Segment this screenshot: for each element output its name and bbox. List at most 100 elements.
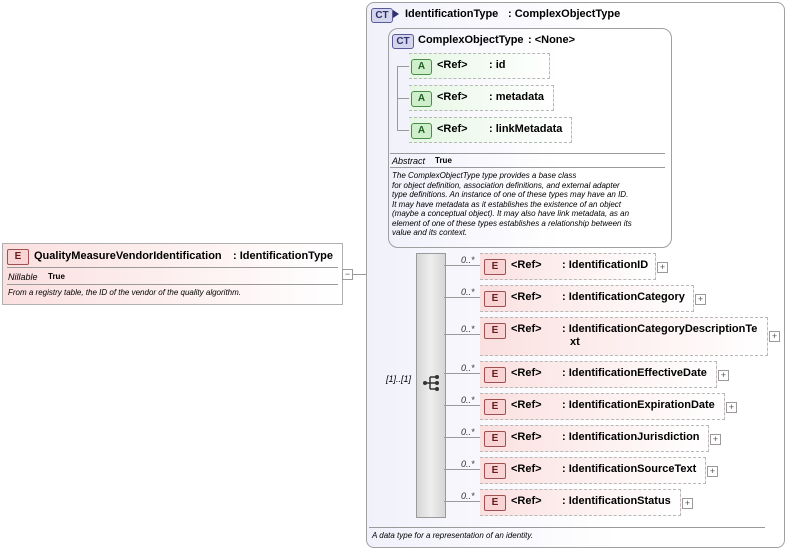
divider bbox=[7, 267, 338, 268]
doc-line: It may have metadata as it establishes t… bbox=[392, 199, 622, 209]
element-name: : IdentificationCategory bbox=[562, 291, 685, 303]
attribute-ref: <Ref> bbox=[437, 59, 468, 71]
element-name-continued: xt bbox=[570, 336, 580, 348]
sequence-icon bbox=[423, 375, 439, 391]
attribute-id[interactable] bbox=[409, 53, 550, 79]
attribute-badge: A bbox=[411, 123, 432, 139]
connector bbox=[397, 66, 409, 67]
element-name: : IdentificationJurisdiction bbox=[562, 431, 700, 443]
connector bbox=[444, 334, 480, 335]
sequence-compositor[interactable] bbox=[416, 253, 446, 518]
element-ref: <Ref> bbox=[511, 495, 542, 507]
connector bbox=[352, 274, 376, 275]
identification-type-doc: A data type for a representation of an i… bbox=[372, 531, 533, 540]
element-identification-category[interactable] bbox=[480, 285, 694, 312]
connector bbox=[444, 405, 480, 406]
attribute-ref: <Ref> bbox=[437, 123, 468, 135]
doc-line: for object definition, association defin… bbox=[392, 180, 620, 190]
connector bbox=[444, 373, 480, 374]
element-badge: E bbox=[484, 323, 506, 339]
attribute-metadata[interactable] bbox=[409, 85, 554, 111]
element-multiplicity: 0..* bbox=[461, 427, 475, 437]
element-ref: <Ref> bbox=[511, 291, 542, 303]
element-name: : IdentificationStatus bbox=[562, 495, 671, 507]
element-identification-expiration-date[interactable] bbox=[480, 393, 725, 420]
element-badge: E bbox=[484, 367, 506, 383]
nillable-value: True bbox=[48, 272, 65, 281]
complex-object-type-base: : <None> bbox=[528, 34, 576, 46]
connector bbox=[444, 501, 480, 502]
connector bbox=[444, 265, 480, 266]
root-element-name: QualityMeasureVendorIdentification bbox=[34, 250, 222, 262]
expand-icon[interactable]: + bbox=[657, 262, 668, 273]
element-identification-id[interactable] bbox=[480, 253, 656, 280]
expand-icon[interactable]: + bbox=[682, 498, 693, 509]
element-ref: <Ref> bbox=[511, 399, 542, 411]
expand-icon[interactable]: + bbox=[769, 331, 780, 342]
attribute-name: : id bbox=[489, 59, 506, 71]
complex-object-type-doc: The ComplexObjectType type provides a ba… bbox=[392, 171, 632, 238]
element-identification-status[interactable] bbox=[480, 489, 681, 516]
root-element-type: : IdentificationType bbox=[233, 250, 334, 262]
divider bbox=[390, 167, 665, 168]
element-identification-jurisdiction[interactable] bbox=[480, 425, 709, 452]
expand-icon[interactable]: + bbox=[726, 402, 737, 413]
doc-line: (maybe a conceptual object). It may also… bbox=[392, 209, 630, 218]
complex-type-badge: CT bbox=[371, 8, 393, 23]
element-multiplicity: 0..* bbox=[461, 459, 475, 469]
connector bbox=[397, 98, 409, 99]
element-ref: <Ref> bbox=[511, 259, 542, 271]
element-identification-category-description-text[interactable] bbox=[480, 317, 768, 356]
element-multiplicity: 0..* bbox=[461, 255, 475, 265]
identification-type-base: : ComplexObjectType bbox=[508, 8, 621, 20]
connector bbox=[397, 130, 409, 131]
element-name: : IdentificationEffectiveDate bbox=[562, 367, 707, 379]
expand-icon[interactable]: + bbox=[695, 294, 706, 305]
element-name: : IdentificationCategoryDescriptionTe bbox=[562, 323, 758, 335]
element-badge: E bbox=[484, 399, 506, 415]
extension-arrow-icon bbox=[393, 10, 399, 18]
element-badge: E bbox=[484, 259, 506, 275]
divider bbox=[390, 153, 665, 154]
element-badge: E bbox=[7, 249, 29, 265]
element-multiplicity: 0..* bbox=[461, 287, 475, 297]
attribute-badge: A bbox=[411, 59, 432, 75]
element-identification-effective-date[interactable] bbox=[480, 361, 717, 388]
complex-type-badge: CT bbox=[392, 34, 414, 49]
sequence-multiplicity: [1]..[1] bbox=[386, 374, 412, 384]
complex-object-type-name: ComplexObjectType bbox=[418, 34, 524, 46]
doc-line: The ComplexObjectType type provides a ba… bbox=[392, 171, 577, 180]
expand-icon[interactable]: + bbox=[707, 466, 718, 477]
connector bbox=[444, 469, 480, 470]
expand-icon[interactable]: + bbox=[710, 434, 721, 445]
element-name: : IdentificationID bbox=[562, 259, 649, 271]
element-multiplicity: 0..* bbox=[461, 363, 475, 373]
attribute-badge: A bbox=[411, 91, 432, 107]
abstract-label: Abstract bbox=[392, 156, 426, 166]
element-badge: E bbox=[484, 495, 506, 511]
attribute-name: : linkMetadata bbox=[489, 123, 563, 135]
doc-line: element of one of these types establishe… bbox=[392, 218, 632, 228]
element-ref: <Ref> bbox=[511, 323, 542, 335]
abstract-value: True bbox=[435, 156, 452, 165]
divider bbox=[369, 527, 765, 528]
element-multiplicity: 0..* bbox=[461, 324, 475, 334]
root-element-box[interactable]: E QualityMeasureVendorIdentification : I… bbox=[2, 243, 343, 305]
expand-icon[interactable]: + bbox=[718, 370, 729, 381]
element-badge: E bbox=[484, 431, 506, 447]
identification-type-name: IdentificationType bbox=[405, 8, 499, 20]
attribute-link-metadata[interactable] bbox=[409, 117, 572, 143]
doc-line: type definitions. An instance of one of … bbox=[392, 190, 629, 199]
root-element-doc: From a registry table, the ID of the ven… bbox=[8, 288, 241, 297]
element-ref: <Ref> bbox=[511, 431, 542, 443]
attribute-ref: <Ref> bbox=[437, 91, 468, 103]
connector bbox=[444, 437, 480, 438]
divider bbox=[7, 284, 338, 285]
element-multiplicity: 0..* bbox=[461, 491, 475, 501]
element-name: : IdentificationExpirationDate bbox=[562, 399, 715, 411]
element-badge: E bbox=[484, 463, 506, 479]
attribute-name: : metadata bbox=[489, 91, 545, 103]
doc-line: value and its context. bbox=[392, 228, 468, 237]
element-identification-source-text[interactable] bbox=[480, 457, 706, 484]
connector bbox=[444, 297, 480, 298]
